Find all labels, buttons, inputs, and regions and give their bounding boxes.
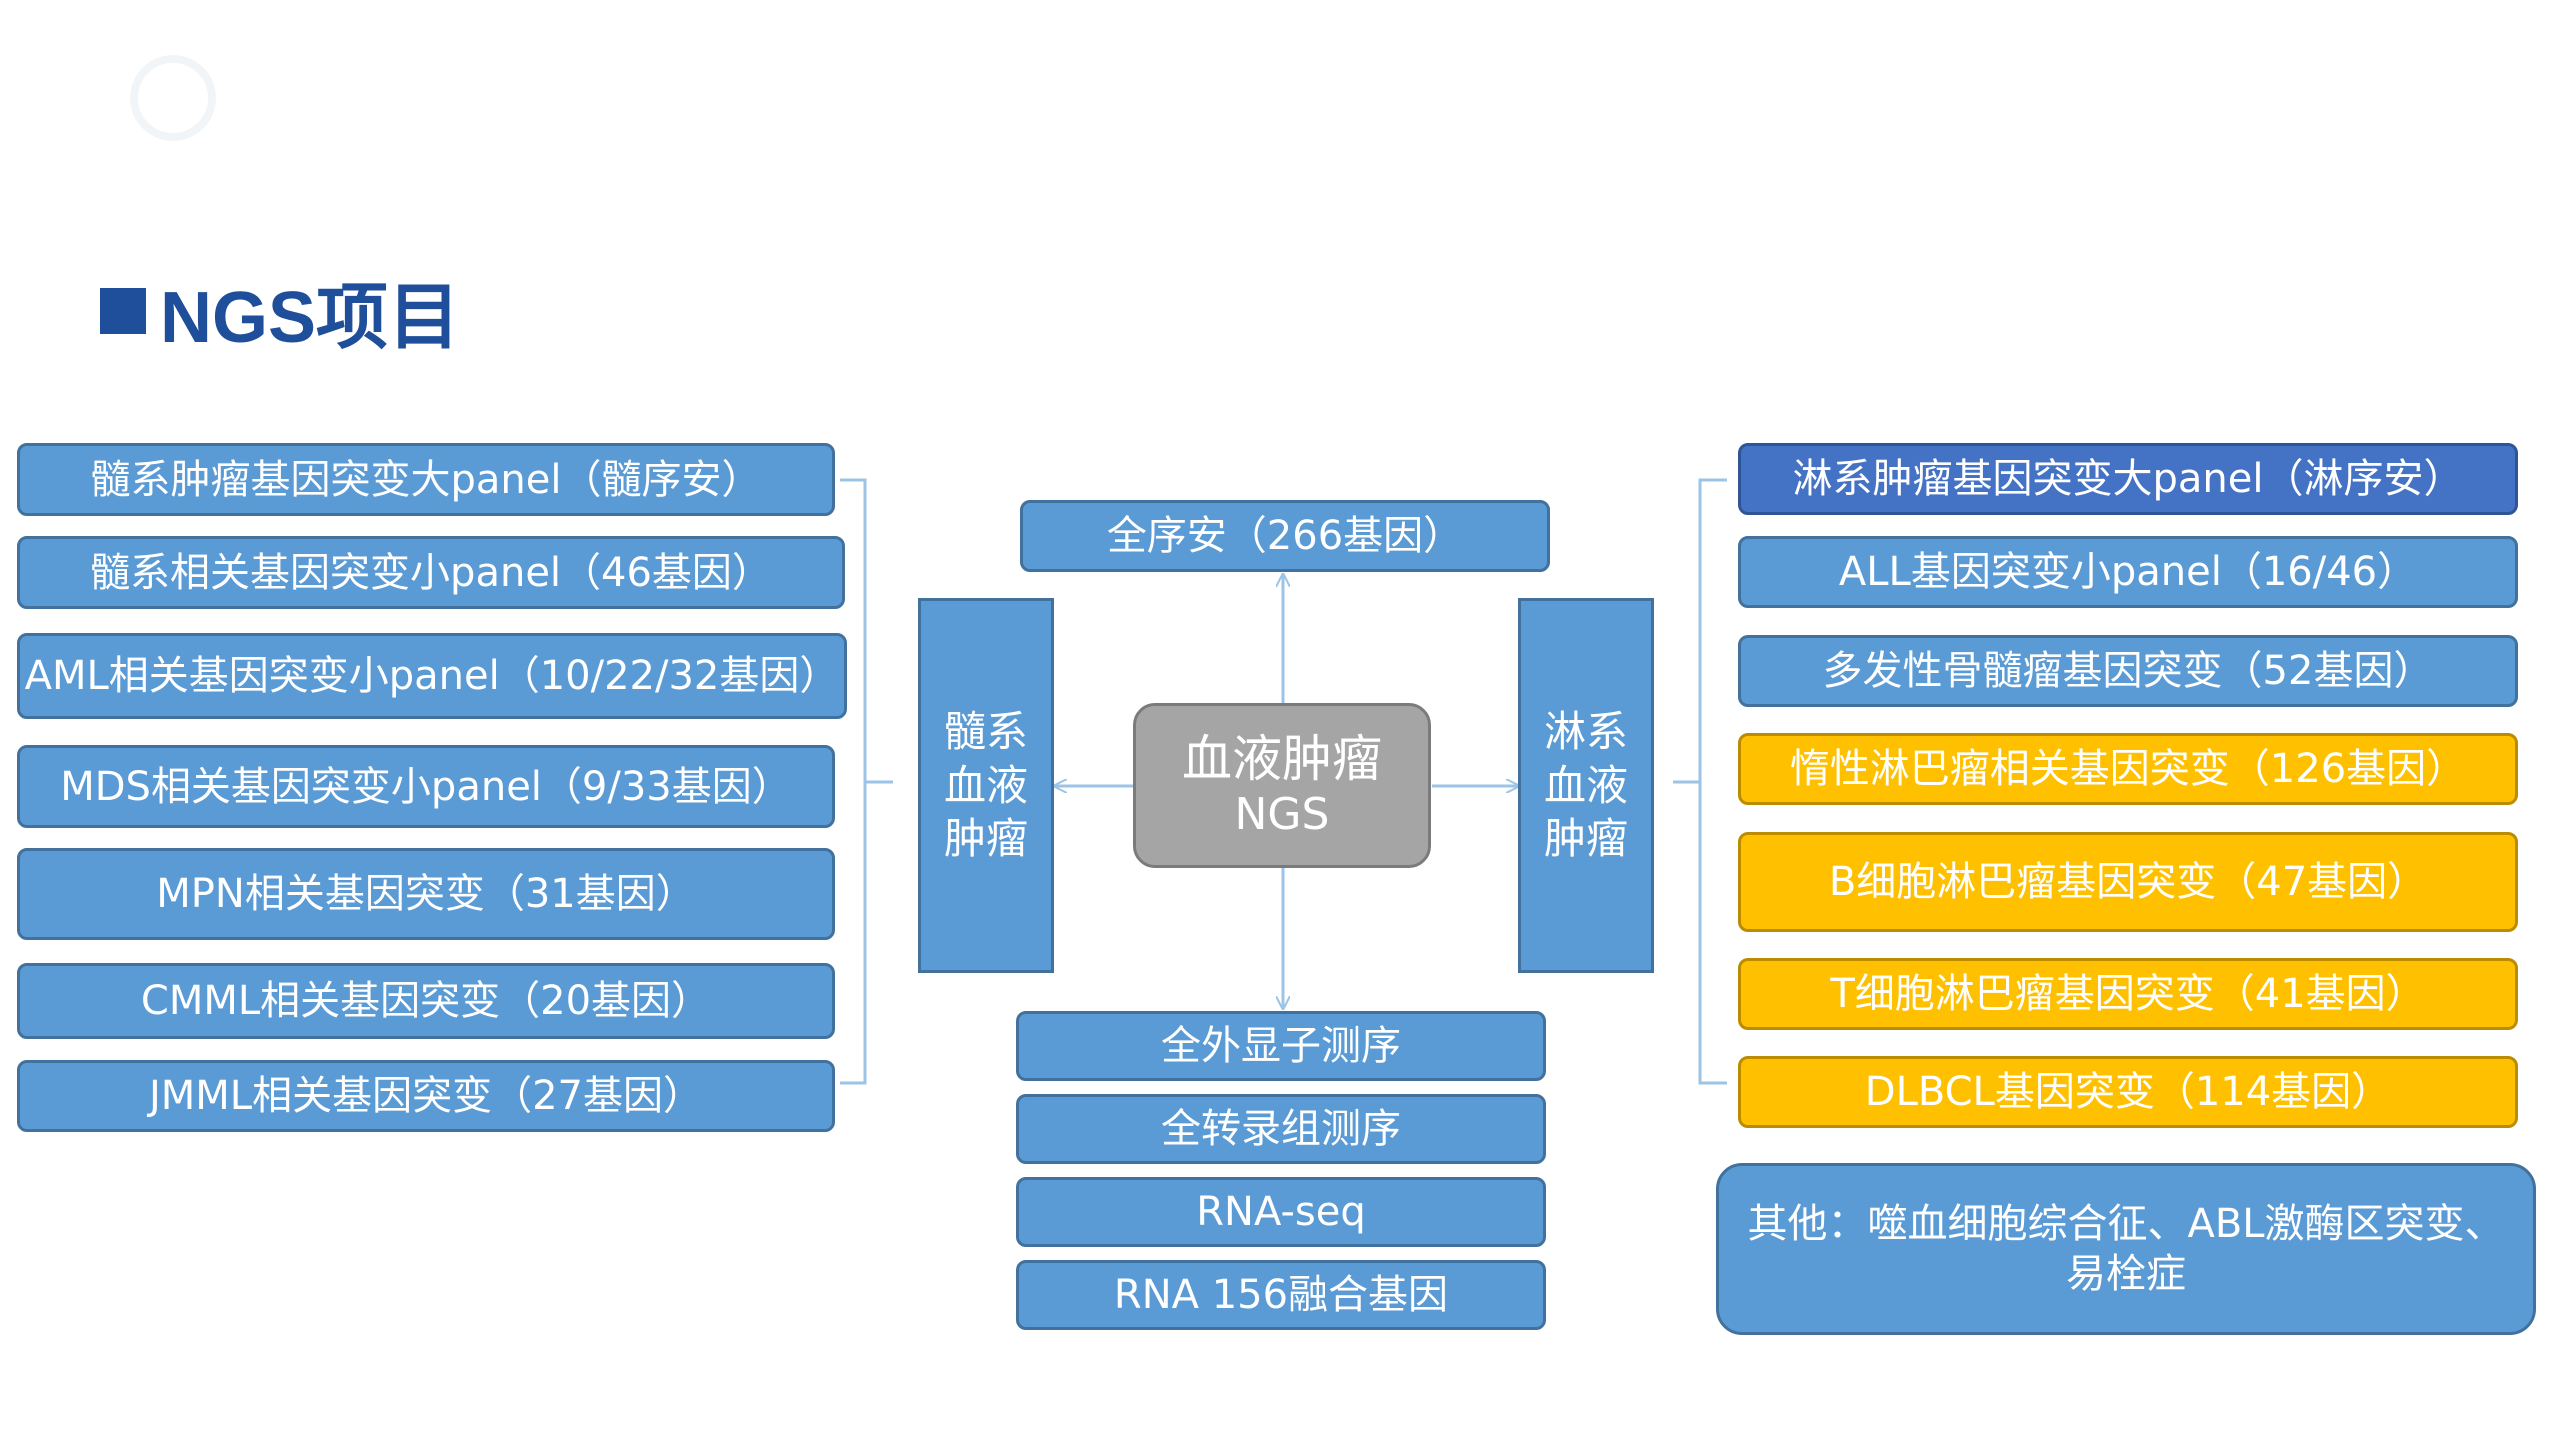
left-item-cmml: CMML相关基因突变（20基因） xyxy=(17,963,835,1039)
right-item-b-cell-lymphoma: B细胞淋巴瘤基因突变（47基因） xyxy=(1738,832,2518,932)
left-item-mds-panel: MDS相关基因突变小panel（9/33基因） xyxy=(17,745,835,828)
left-item-aml-panel: AML相关基因突变小panel（10/22/32基因） xyxy=(17,633,847,719)
right-item-lymphoid-large-panel: 淋系肿瘤基因突变大panel（淋序安） xyxy=(1738,443,2518,515)
logo-icon xyxy=(130,55,216,141)
left-item-jmml: JMML相关基因突变（27基因） xyxy=(17,1060,835,1132)
right-item-t-cell-lymphoma: T细胞淋巴瘤基因突变（41基因） xyxy=(1738,958,2518,1030)
bottom-item-transcriptome: 全转录组测序 xyxy=(1016,1094,1546,1164)
center-title: 血液肿瘤 xyxy=(1182,730,1382,789)
lymphoid-category-box: 淋系血液肿瘤 xyxy=(1518,598,1654,973)
right-item-myeloma: 多发性骨髓瘤基因突变（52基因） xyxy=(1738,635,2518,707)
company-logo xyxy=(130,55,234,141)
bottom-item-rnaseq: RNA-seq xyxy=(1016,1177,1546,1247)
top-item-whole-panel: 全序安（266基因） xyxy=(1020,500,1550,572)
page-title-text: NGS项目 xyxy=(160,278,461,358)
right-item-dlbcl: DLBCL基因突变（114基因） xyxy=(1738,1056,2518,1128)
left-bracket xyxy=(840,478,893,1085)
left-item-mpn: MPN相关基因突变（31基因） xyxy=(17,848,835,940)
left-item-myeloid-large-panel: 髓系肿瘤基因突变大panel（髓序安） xyxy=(17,443,835,516)
right-item-indolent-lymphoma: 惰性淋巴瘤相关基因突变（126基因） xyxy=(1738,733,2518,805)
right-bracket xyxy=(1673,478,1727,1085)
left-item-myeloid-small-panel: 髓系相关基因突变小panel（46基因） xyxy=(17,536,845,609)
page-title: NGS项目 xyxy=(100,258,460,363)
bottom-item-wes: 全外显子测序 xyxy=(1016,1011,1546,1081)
center-subtitle: NGS xyxy=(1234,789,1330,841)
title-square-icon xyxy=(100,287,146,334)
bottom-item-rna-fusion: RNA 156融合基因 xyxy=(1016,1260,1546,1330)
right-item-all-panel: ALL基因突变小panel（16/46） xyxy=(1738,536,2518,608)
center-node: 血液肿瘤 NGS xyxy=(1133,703,1431,868)
myeloid-category-box: 髓系血液肿瘤 xyxy=(918,598,1054,973)
right-item-other: 其他：噬血细胞综合征、ABL激酶区突变、易栓症 xyxy=(1716,1163,2536,1335)
